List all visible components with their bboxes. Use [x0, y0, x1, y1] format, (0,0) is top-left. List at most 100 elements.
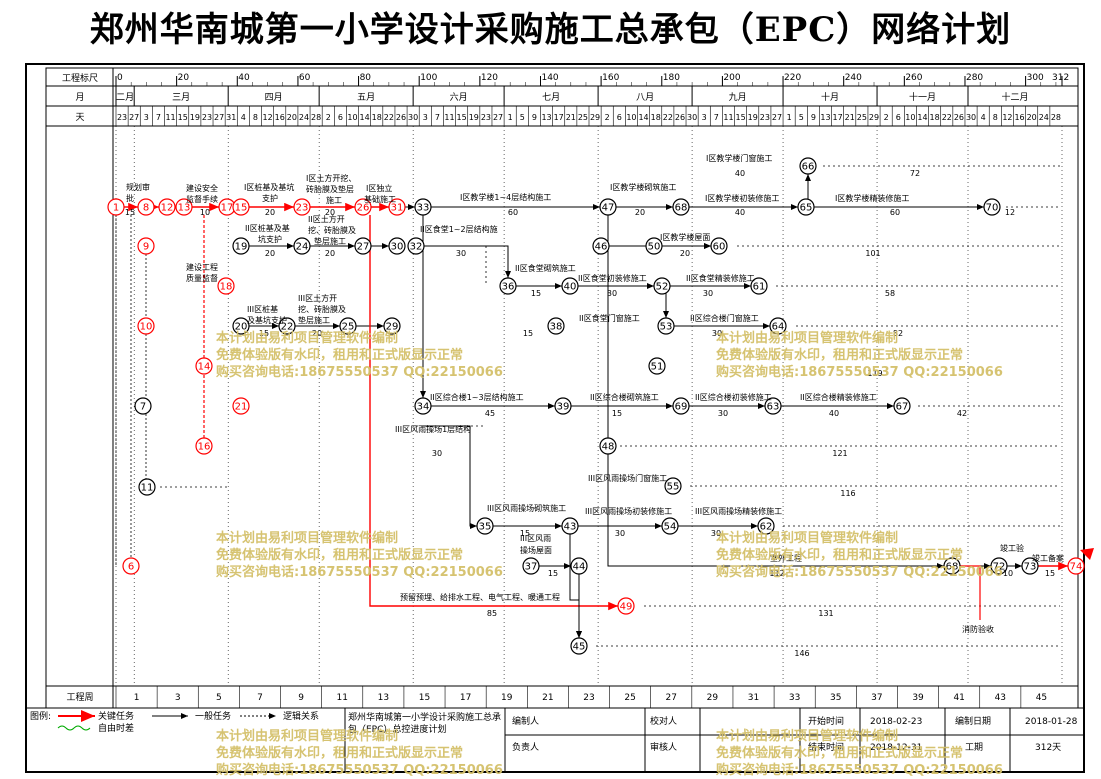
network-node — [653, 277, 671, 295]
task-label: III区风雨操场初装修施工 — [585, 506, 672, 516]
day-label: 11 — [444, 113, 454, 122]
duration-label: 15 — [523, 329, 533, 338]
header-row-label: 月 — [75, 92, 84, 103]
edge — [607, 215, 944, 569]
network-node-label: 55 — [667, 482, 680, 493]
network-node — [672, 397, 690, 415]
day-label: 11 — [165, 113, 175, 122]
day-label: 26 — [396, 113, 406, 122]
week-label: 39 — [912, 693, 924, 703]
header-row-label: 工程标尺 — [62, 72, 98, 84]
network-node-label: 68 — [675, 203, 688, 214]
week-label: 19 — [501, 693, 513, 703]
network-node-label: 64 — [772, 322, 785, 333]
day-label: 2 — [605, 113, 610, 122]
network-extra-lines — [115, 165, 1094, 647]
network-node — [764, 397, 782, 415]
watermark-1: 本计划由易利项目管理软件编制免费体验版有水印，租用和正式版显示正常购买咨询电话:… — [216, 331, 503, 380]
edge — [423, 425, 477, 529]
network-node-label: 61 — [753, 282, 766, 293]
week-label: 1 — [134, 693, 140, 703]
network-node — [217, 277, 235, 295]
day-label: 18 — [372, 113, 382, 122]
duration-label: 20 — [325, 208, 335, 217]
network-node-label: 9 — [143, 242, 149, 253]
checker-label: 校对人 — [650, 715, 677, 727]
week-label: 3 — [175, 693, 181, 703]
duration-label: 20 — [635, 208, 645, 217]
network-node — [757, 517, 775, 535]
network-node — [983, 198, 1001, 216]
network-node-label: 14 — [198, 362, 211, 373]
day-label: 4 — [241, 113, 246, 122]
network-node-label: 19 — [235, 242, 248, 253]
network-node-label: 27 — [357, 242, 370, 253]
week-label: 45 — [1036, 693, 1047, 703]
network-node-label: 69 — [675, 402, 688, 413]
network-node — [661, 517, 679, 535]
network-node — [476, 517, 494, 535]
day-label: 1 — [787, 113, 792, 122]
week-label: 31 — [748, 693, 759, 703]
network-node — [293, 237, 311, 255]
task-label: 支护 — [262, 193, 278, 203]
duration-label: 12 — [1005, 208, 1015, 217]
ruler-label: 280 — [966, 73, 983, 83]
network-node-label: 39 — [557, 402, 570, 413]
month-label: 十二月 — [1001, 91, 1028, 103]
network-node-label: 60 — [713, 242, 726, 253]
day-label: 14 — [638, 113, 648, 122]
network-node — [570, 557, 588, 575]
network-node — [1021, 557, 1039, 575]
day-label: 8 — [253, 113, 258, 122]
day-label: 23 — [760, 113, 770, 122]
month-label: 六月 — [450, 91, 468, 103]
network-node — [797, 198, 815, 216]
network-node-label: 62 — [760, 522, 773, 533]
network-node — [278, 317, 296, 335]
day-label: 2 — [326, 113, 331, 122]
ruler-label: 300 — [1027, 73, 1044, 83]
network-node-label: 51 — [651, 362, 664, 373]
day-label: 11 — [723, 113, 733, 122]
week-label: 43 — [995, 693, 1006, 703]
task-label: II区综合楼砌筑施工 — [590, 392, 659, 402]
network-node — [232, 237, 250, 255]
network-node-label: 47 — [602, 203, 615, 214]
task-label: II区桩基及基 — [245, 223, 290, 233]
month-label: 二月 — [116, 92, 134, 103]
ruler-label: 0 — [117, 73, 123, 83]
end-value: 2018-12-31 — [870, 743, 922, 753]
day-label: 22 — [663, 113, 673, 122]
duration-label: 15 — [548, 569, 558, 578]
network-node — [561, 517, 579, 535]
day-label: 7 — [435, 113, 440, 122]
network-node-label: 68 — [946, 562, 959, 573]
week-label: 5 — [216, 693, 222, 703]
day-label: 10 — [347, 113, 357, 122]
critical-path — [960, 565, 981, 620]
task-label: II区综合楼精装修施工 — [800, 392, 877, 402]
duration-label: 116 — [840, 489, 855, 498]
week-label: 35 — [830, 693, 841, 703]
legend-label: 图例: — [30, 710, 51, 722]
week-label: 27 — [666, 693, 677, 703]
network-node — [570, 637, 588, 655]
network-node-label: 50 — [648, 242, 661, 253]
network-node — [137, 198, 155, 216]
task-label: I区独立 — [366, 183, 392, 193]
network-node — [134, 397, 152, 415]
duration-label: 10 — [1003, 569, 1013, 578]
network-node-label: 6 — [128, 562, 134, 573]
network-node — [769, 317, 787, 335]
week-label: 25 — [624, 693, 635, 703]
task-label: 规划审 — [126, 182, 150, 192]
network-node — [138, 478, 156, 496]
duration-label: 工期 — [965, 742, 983, 753]
month-label: 四月 — [265, 92, 283, 103]
task-label: III区风雨操场砌筑施工 — [487, 503, 566, 513]
duration-label: 131 — [818, 609, 833, 618]
week-label: 21 — [542, 693, 553, 703]
